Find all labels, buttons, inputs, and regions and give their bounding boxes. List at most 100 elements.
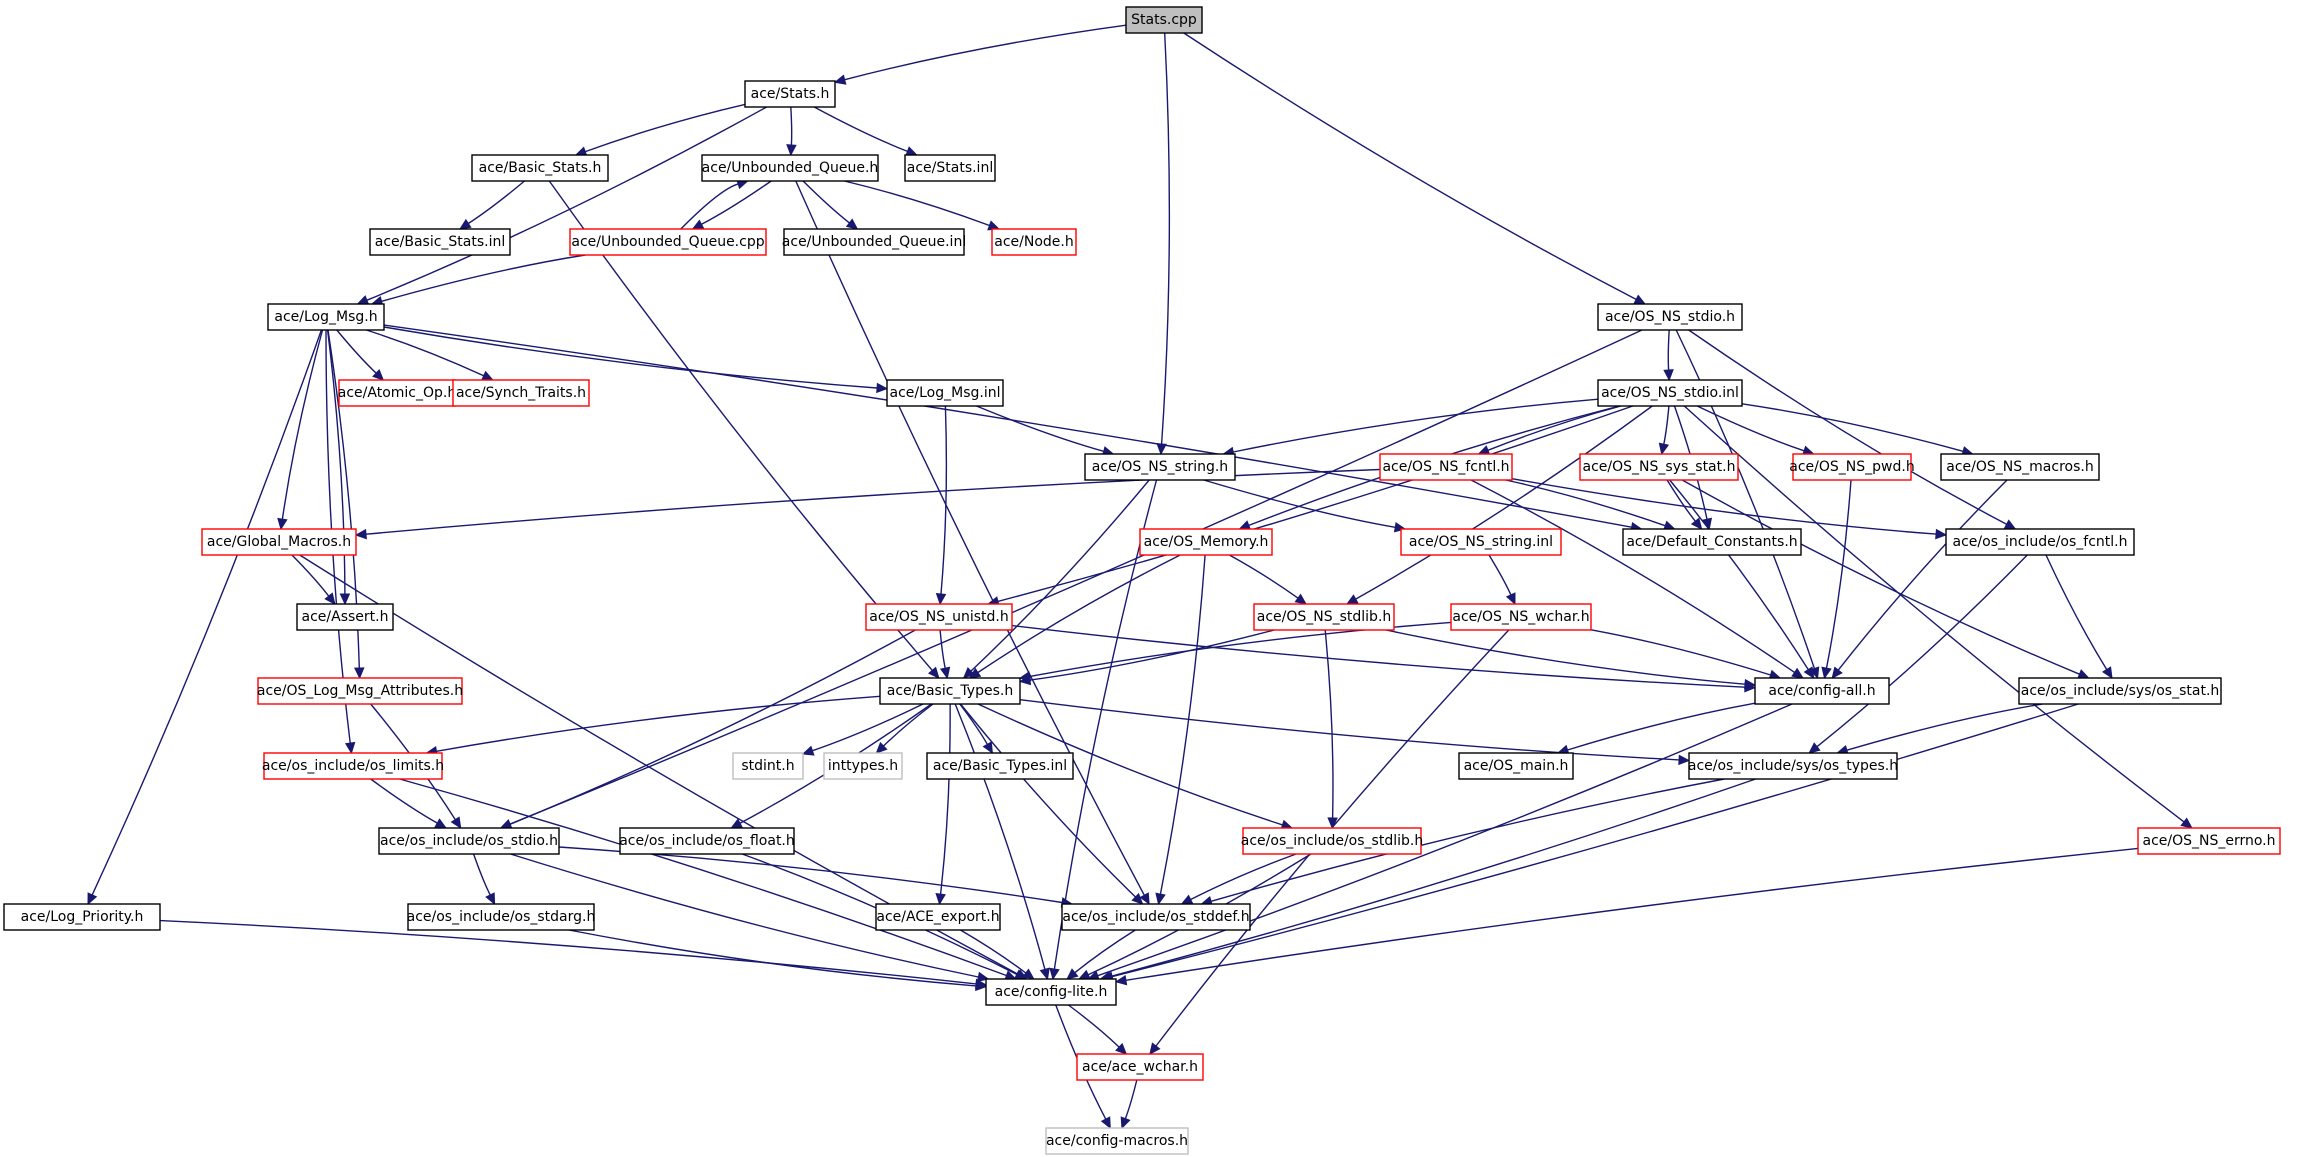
- node-label: ace/OS_Memory.h: [1144, 534, 1269, 550]
- node-os-include-os-float-h[interactable]: ace/os_include/os_float.h: [619, 827, 795, 855]
- node-box: [201, 528, 357, 556]
- edge-os_ns_unistd_h-to-config_all_h: [1011, 624, 1757, 693]
- node-os-memory-h[interactable]: ace/OS_Memory.h: [1139, 528, 1273, 556]
- node-default-constants-h[interactable]: ace/Default_Constants.h: [1622, 528, 1802, 556]
- edge-os_ns_pwd_h-to-config_all_h: [1821, 479, 1852, 680]
- node-atomic-op-h[interactable]: ace/Atomic_Op.h: [338, 379, 456, 407]
- node-label: ace/config-macros.h: [1046, 1133, 1188, 1149]
- node-stats-cpp[interactable]: Stats.cpp: [1125, 6, 1203, 34]
- node-box: [1754, 677, 1890, 705]
- node-config-lite-h[interactable]: ace/config-lite.h: [985, 978, 1117, 1006]
- node-os-ns-stdlib-h[interactable]: ace/OS_NS_stdlib.h: [1253, 603, 1395, 631]
- node-ace-wchar-h[interactable]: ace/ace_wchar.h: [1076, 1053, 1204, 1081]
- node-os-ns-pwd-h[interactable]: ace/OS_NS_pwd.h: [1789, 453, 1915, 481]
- node-stdint-h[interactable]: stdint.h: [732, 752, 804, 780]
- node-os-ns-unistd-h[interactable]: ace/OS_NS_unistd.h: [865, 603, 1013, 631]
- edge-basic_types_h-to-os_include_os_limits_h: [425, 695, 881, 757]
- node-label: Stats.cpp: [1131, 12, 1197, 28]
- arrowhead: [905, 146, 918, 157]
- edge-log_msg_inl-to-os_ns_string_h: [976, 405, 1115, 457]
- arrowhead: [356, 295, 370, 305]
- edge-unbounded_queue_h-to-unbounded_queue_cpp: [691, 180, 772, 230]
- node-basic-stats-inl[interactable]: ace/Basic_Stats.inl: [369, 228, 511, 256]
- arrowhead: [1131, 892, 1144, 905]
- node-label: ace/Atomic_Op.h: [338, 385, 456, 401]
- arrowhead: [833, 74, 847, 85]
- arrowhead: [1077, 969, 1091, 980]
- node-os-include-sys-os-types-h[interactable]: ace/os_include/sys/os_types.h: [1688, 752, 1898, 780]
- node-os-ns-fcntl-h[interactable]: ace/OS_NS_fcntl.h: [1379, 453, 1513, 481]
- arrowhead: [982, 741, 994, 755]
- edge-os_ns_sys_stat_h-to-os_include_sys_os_stat_h: [1681, 479, 2090, 679]
- node-os-ns-sys-stat-h[interactable]: ace/OS_NS_sys_stat.h: [1579, 453, 1739, 481]
- edge-log_msg_h-to-log_msg_inl: [383, 326, 889, 394]
- node-os-include-os-stddef-h[interactable]: ace/os_include/os_stddef.h: [1061, 903, 1251, 931]
- edge-os_ns_string_h-to-os_ns_string_inl: [1203, 479, 1407, 533]
- node-os-ns-macros-h[interactable]: ace/OS_NS_macros.h: [1940, 453, 2100, 481]
- arrowhead: [354, 528, 367, 540]
- node-synch-traits-h[interactable]: ace/Synch_Traits.h: [452, 379, 590, 407]
- node-node-h[interactable]: ace/Node.h: [991, 228, 1077, 256]
- node-ace-export-h[interactable]: ace/ACE_export.h: [875, 903, 1001, 931]
- edge-os_ns_stdio_inl-to-os_ns_errno_h: [1683, 405, 2193, 829]
- node-assert-h[interactable]: ace/Assert.h: [296, 603, 394, 631]
- node-log-msg-h[interactable]: ace/Log_Msg.h: [267, 303, 385, 331]
- arrowhead: [1039, 967, 1050, 981]
- node-stats-h[interactable]: ace/Stats.h: [744, 80, 836, 108]
- node-os-include-os-stdio-h[interactable]: ace/os_include/os_stdio.h: [378, 827, 560, 855]
- node-box: [471, 154, 609, 182]
- node-os-ns-stdio-h[interactable]: ace/OS_NS_stdio.h: [1597, 303, 1743, 331]
- node-label: ace/os_include/os_stdlib.h: [1241, 833, 1423, 849]
- node-inttypes-h[interactable]: inttypes.h: [823, 752, 903, 780]
- node-unbounded-queue-inl[interactable]: ace/Unbounded_Queue.inl: [782, 228, 966, 256]
- node-label: stdint.h: [741, 758, 794, 774]
- node-label: ace/Basic_Stats.h: [479, 160, 602, 176]
- node-log-priority-h[interactable]: ace/Log_Priority.h: [3, 903, 161, 931]
- node-basic-stats-h[interactable]: ace/Basic_Stats.h: [471, 154, 609, 182]
- node-label: ace/OS_NS_pwd.h: [1789, 459, 1914, 475]
- node-config-all-h[interactable]: ace/config-all.h: [1754, 677, 1890, 705]
- node-os-ns-string-h[interactable]: ace/OS_NS_string.h: [1084, 453, 1236, 481]
- edge-os_ns_errno_h-to-config_lite_h: [1114, 847, 2139, 986]
- node-os-include-os-fcntl-h[interactable]: ace/os_include/os_fcntl.h: [1945, 528, 2135, 556]
- edge-unbounded_queue_cpp-to-unbounded_queue_h: [680, 179, 749, 230]
- edge-os_ns_stdio_inl-to-os_ns_unistd_h: [987, 405, 1634, 607]
- node-os-include-os-stdarg-h[interactable]: ace/os_include/os_stdarg.h: [407, 903, 596, 931]
- node-os-ns-stdio-inl[interactable]: ace/OS_NS_stdio.inl: [1597, 379, 1743, 407]
- node-box: [452, 379, 590, 407]
- node-label: ace/Log_Priority.h: [21, 909, 144, 925]
- node-label: ace/OS_NS_wchar.h: [1452, 609, 1589, 625]
- node-os-ns-wchar-h[interactable]: ace/OS_NS_wchar.h: [1450, 603, 1592, 631]
- node-basic-types-h[interactable]: ace/Basic_Types.h: [879, 677, 1021, 705]
- node-os-ns-errno-h[interactable]: ace/OS_NS_errno.h: [2137, 827, 2281, 855]
- edge-basic_types_h-to-inttypes_h: [875, 703, 934, 754]
- arrowhead: [1066, 968, 1079, 980]
- node-os-include-os-stdlib-h[interactable]: ace/os_include/os_stdlib.h: [1241, 827, 1423, 855]
- arrowhead: [1120, 1116, 1131, 1130]
- edge-stats_cpp-to-stats_h: [833, 24, 1127, 85]
- node-log-msg-inl[interactable]: ace/Log_Msg.inl: [886, 379, 1004, 407]
- node-os-include-os-limits-h[interactable]: ace/os_include/os_limits.h: [262, 752, 444, 780]
- node-label: ace/os_include/os_limits.h: [262, 758, 444, 774]
- node-unbounded-queue-cpp[interactable]: ace/Unbounded_Queue.cpp: [569, 228, 767, 256]
- node-config-macros-h[interactable]: ace/config-macros.h: [1045, 1127, 1189, 1155]
- arrowhead: [875, 741, 888, 754]
- arrowhead: [876, 382, 889, 394]
- node-box: [369, 228, 511, 256]
- edge-os_ns_string_h-to-basic_types_h: [962, 479, 1150, 679]
- node-unbounded-queue-h[interactable]: ace/Unbounded_Queue.h: [701, 154, 879, 182]
- arrowhead: [339, 593, 351, 606]
- node-basic-types-inl[interactable]: ace/Basic_Types.inl: [926, 752, 1074, 780]
- node-os-ns-string-inl[interactable]: ace/OS_NS_string.inl: [1400, 528, 1562, 556]
- edge-os_ns_stdlib_h-to-config_all_h: [1385, 629, 1757, 690]
- arrowhead: [1049, 967, 1060, 981]
- node-os-main-h[interactable]: ace/OS_main.h: [1458, 752, 1574, 780]
- node-global-macros-h[interactable]: ace/Global_Macros.h: [201, 528, 357, 556]
- edge-os_ns_unistd_h-to-os_include_os_stdio_h: [499, 629, 916, 829]
- node-os-include-sys-os-stat-h[interactable]: ace/os_include/sys/os_stat.h: [2018, 677, 2222, 705]
- node-os-log-msg-attributes-h[interactable]: ace/OS_Log_Msg_Attributes.h: [257, 677, 463, 705]
- node-stats-inl[interactable]: ace/Stats.inl: [904, 154, 996, 182]
- node-box: [991, 228, 1077, 256]
- arrowhead: [1633, 294, 1647, 305]
